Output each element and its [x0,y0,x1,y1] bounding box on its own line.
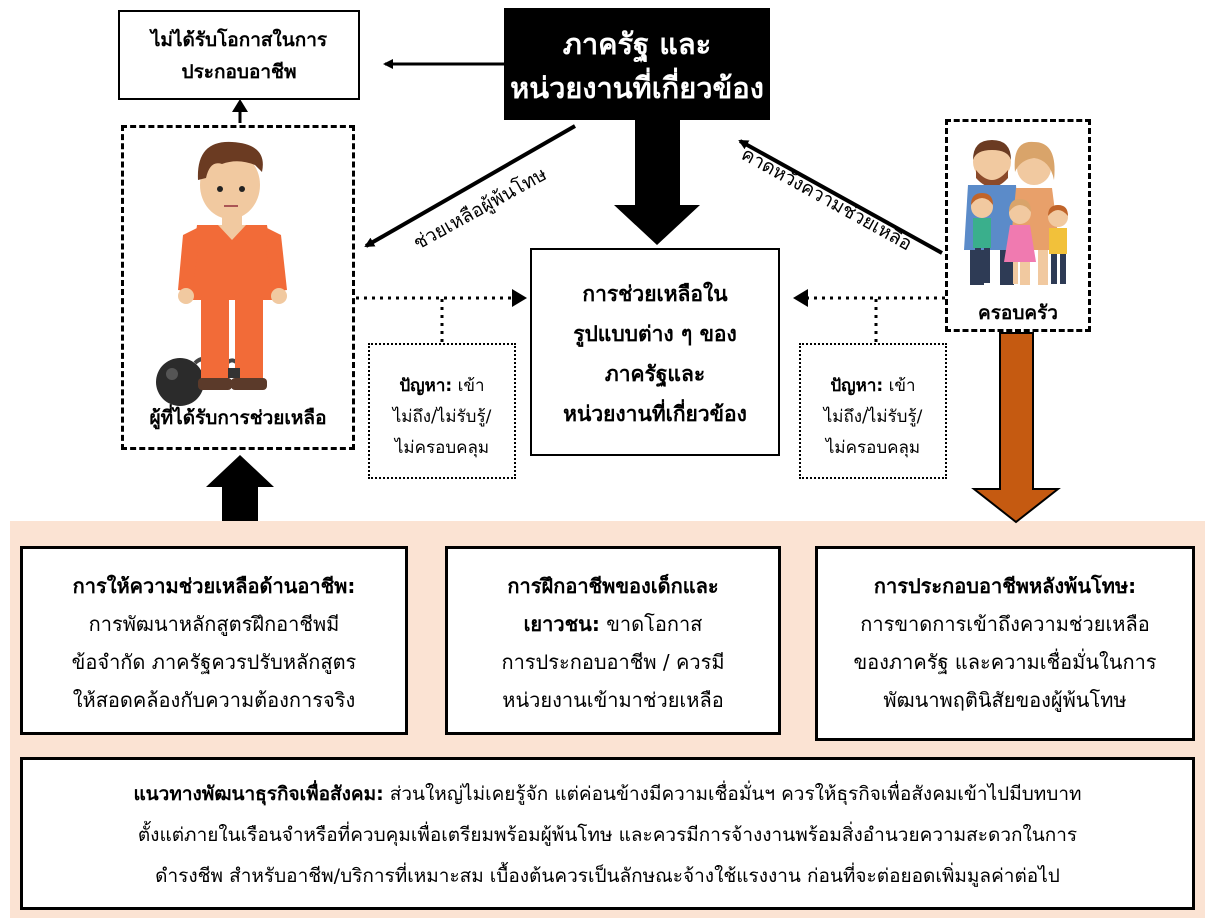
card-youth-training: การฝึกอาชีพของเด็กและ เยาวชน: ขาดโอกาส ก… [445,546,781,735]
card2-text1: ขาดโอกาส [599,612,703,636]
family-illustration [964,140,1068,285]
center-line1: การช่วยเหลือใน [582,282,728,306]
card-career-assistance: การให้ความช่วยเหลือด้านอาชีพ: การพัฒนาหล… [20,546,408,735]
big-up-arrow-to-beneficiary [206,455,274,521]
problem-box-left: ปัญหา: เข้า ไม่ถึง/ไม่รับรู้/ ไม่ครอบคลุ… [368,343,516,479]
problem-left-line2: ไม่ถึง/ไม่รับรู้/ [392,407,492,427]
no-opportunity-line2: ประกอบอาชีพ [181,61,297,83]
center-box: การช่วยเหลือใน รูปแบบต่าง ๆ ของ ภาครัฐแล… [530,248,780,456]
prisoner-illustration [156,141,287,406]
bottom-line2: ตั้งแต่ภายในเรือนจำหรือที่ควบคุมเพื่อเตร… [137,824,1078,846]
card3-line3: พัฒนาพฤตินิสัยของผู้พ้นโทษ [883,688,1127,712]
family-label: ครอบครัว [978,302,1058,324]
card2-line3: หน่วยงานเข้ามาช่วยเหลือ [502,688,724,712]
beneficiary-box: ผู้ที่ได้รับการช่วยเหลือ [121,125,355,450]
bottom-title: แนวทางพัฒนาธุรกิจเพื่อสังคม: [133,783,384,805]
card3-title: การประกอบอาชีพหลังพ้นโทษ: [873,574,1137,598]
arrow-family-to-gov [738,139,943,255]
center-line2: รูปแบบต่าง ๆ ของ [573,322,737,346]
problem-right-line2: ไม่ถึง/ไม่รับรู้/ [823,407,923,427]
problem-left-line1: เข้า [452,376,485,396]
no-opportunity-box: ไม่ได้รับโอกาสในการ ประกอบอาชีพ [118,10,360,100]
bottom-line1: ส่วนใหญ่ไม่เคยรู้จัก แต่ค่อนข้างมีความเช… [383,783,1082,805]
card2-title1: การฝึกอาชีพของเด็กและ [507,574,719,598]
center-line4: หน่วยงานที่เกี่ยวข้อง [563,402,747,426]
card2-title2: เยาวชน: [523,612,600,636]
arrow-gov-to-beneficiary [364,124,576,248]
card3-line1: การขาดการเข้าถึงความช่วยเหลือ [860,612,1150,636]
card1-line1: การพัฒนาหลักสูตรฝึกอาชีพมี [88,612,340,636]
family-box: ครอบครัว [945,119,1091,332]
bottom-line3: ดำรงชีพ สำหรับอาชีพ/บริการที่เหมาะสม เบื… [155,865,1060,887]
card1-title: การให้ความช่วยเหลือด้านอาชีพ: [72,574,356,598]
beneficiary-label: ผู้ที่ได้รับการช่วยเหลือ [149,407,327,429]
label-expect-help: คาดหวังความช่วยเหลือ [738,143,916,255]
no-opportunity-line1: ไม่ได้รับโอกาสในการ [150,29,328,51]
problem-right-title: ปัญหา: [830,376,884,396]
center-line3: ภาครัฐและ [604,362,706,386]
card-post-release-career: การประกอบอาชีพหลังพ้นโทษ: การขาดการเข้าถ… [815,546,1195,741]
arrow-head-up [232,99,248,112]
big-down-arrow-gov-to-center [614,120,700,245]
orange-down-arrow-family [971,332,1061,524]
problem-right-line3: ไม่ครอบคลุม [825,438,921,458]
card1-line3: ให้สอดคล้องกับความต้องการจริง [72,688,356,712]
social-enterprise-box: แนวทางพัฒนาธุรกิจเพื่อสังคม: ส่วนใหญ่ไม่… [20,757,1195,910]
government-line2: หน่วยงานที่เกี่ยวข้อง [510,71,764,105]
government-line1: ภาครัฐ และ [562,27,712,61]
problem-right-line1: เข้า [883,376,916,396]
card3-line2: ของภาครัฐ และความเชื่อมั่นในการ [853,650,1157,674]
government-box: ภาครัฐ และ หน่วยงานที่เกี่ยวข้อง [504,8,770,120]
card1-line2: ข้อจำกัด ภาครัฐควรปรับหลักสูตร [71,650,357,674]
problem-box-right: ปัญหา: เข้า ไม่ถึง/ไม่รับรู้/ ไม่ครอบคลุ… [799,343,947,479]
card2-line2: การประกอบอาชีพ / ควรมี [501,650,725,674]
problem-left-title: ปัญหา: [399,376,453,396]
problem-left-line3: ไม่ครอบคลุม [394,438,490,458]
